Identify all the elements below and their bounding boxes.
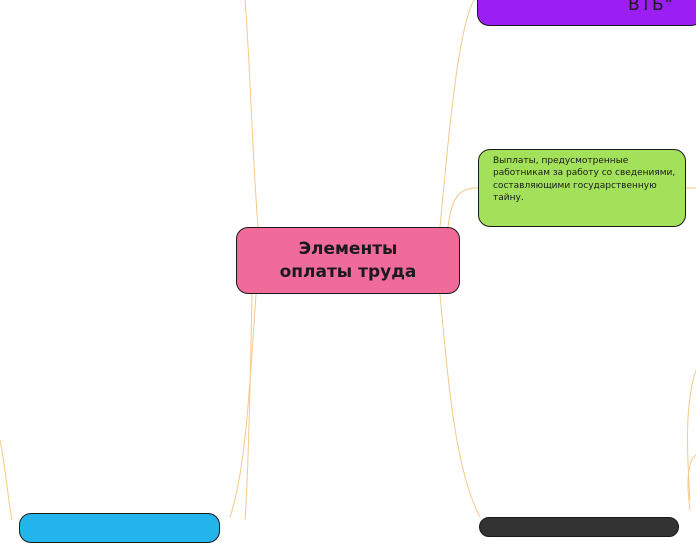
topic-node-blue[interactable]: [19, 513, 220, 543]
topic-node-state-secret-payments[interactable]: Выплаты, предусмотренные работникам за р…: [478, 149, 686, 227]
connector-to-green: [447, 187, 479, 228]
topic-node-purple[interactable]: ВТБ": [477, 0, 696, 26]
connector-lines: [0, 0, 696, 520]
topic-node-green-label: Выплаты, предусмотренные работникам за р…: [493, 156, 676, 204]
topic-node-bottom-right[interactable]: [479, 517, 679, 537]
connector-left-edge: [0, 439, 13, 520]
connector-to-purple: [439, 0, 475, 228]
connector-to-top-left: [244, 0, 259, 228]
central-topic-label: Элементы оплаты труда: [279, 238, 417, 282]
connector-to-bottom-right: [439, 293, 481, 518]
connector-right-edge-2: [687, 369, 696, 501]
connector-to-bottom-left: [244, 293, 253, 520]
central-topic-node[interactable]: Элементы оплаты труда: [236, 227, 460, 294]
topic-node-purple-label: ВТБ": [628, 0, 674, 15]
connector-right-edge-3: [687, 454, 696, 511]
connector-to-blue: [229, 293, 257, 518]
